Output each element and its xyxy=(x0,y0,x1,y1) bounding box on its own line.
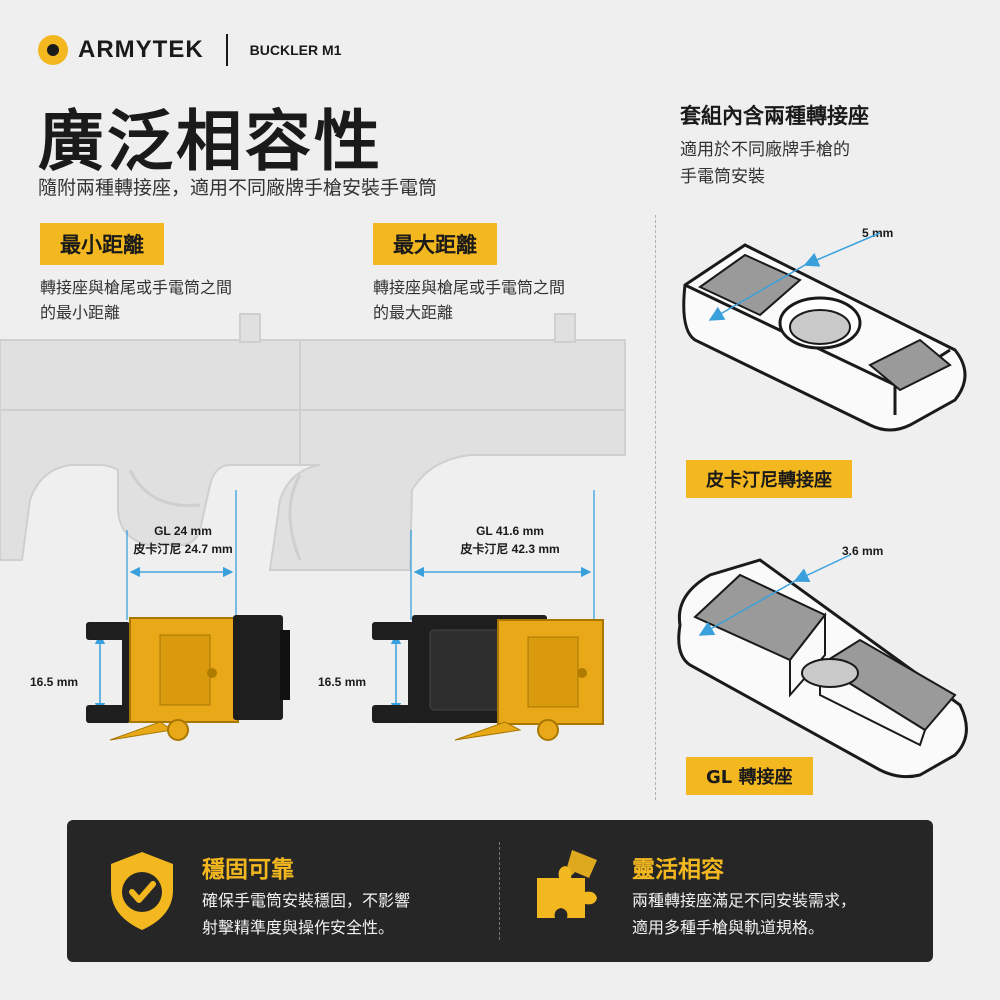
min-gl-distance: GL 24 mm 皮卡汀尼 24.7 mm xyxy=(133,524,233,556)
picatinny-adapter-dimension: 5 mm xyxy=(862,226,894,240)
banner-divider xyxy=(499,842,500,940)
gl-adapter-illustration xyxy=(677,554,968,779)
gl-adapter-label: GL 轉接座 xyxy=(686,757,813,795)
min-distance-desc-line2: 的最小距離 xyxy=(40,303,121,322)
max-distance-desc-line2: 的最大距離 xyxy=(373,303,454,322)
feature-stable-title: 穩固可靠 xyxy=(202,857,294,883)
kit-description: 適用於不同廠牌手槍的 手電筒安裝 xyxy=(680,140,850,187)
page-title: 廣泛相容性 xyxy=(38,103,383,180)
mount-dimension-drawings xyxy=(86,490,604,741)
max-height-dimension: 16.5 mm xyxy=(318,675,367,689)
feature-flexible-title: 靈活相容 xyxy=(632,857,724,883)
feature-stable-text: 確保手電筒安裝穩固，不影響 射擊精準度與操作安全性。 xyxy=(202,891,411,937)
min-distance-label: 最小距離 xyxy=(40,223,164,265)
brand-divider xyxy=(225,34,228,66)
brand-header: ARMYTEK BUCKLER M1 xyxy=(38,34,341,66)
features-banner: 穩固可靠 確保手電筒安裝穩固，不影響 射擊精準度與操作安全性。 靈活相容 兩種轉… xyxy=(67,820,933,962)
max-gl-distance: GL 41.6 mm 皮卡汀尼 42.3 mm xyxy=(460,524,560,556)
max-distance-desc-line1: 轉接座與槍尾或手電筒之間 xyxy=(373,278,566,297)
min-height-dimension: 16.5 mm xyxy=(30,675,79,689)
picatinny-adapter-label: 皮卡汀尼轉接座 xyxy=(686,460,852,498)
picatinny-adapter-illustration xyxy=(682,232,967,432)
kit-title: 套組內含兩種轉接座 xyxy=(680,104,869,128)
model-name: BUCKLER M1 xyxy=(249,42,342,58)
brand-name: ARMYTEK xyxy=(78,36,204,63)
puzzle-icon xyxy=(537,850,597,918)
armytek-logo-icon xyxy=(38,35,68,65)
feature-flexible-text: 兩種轉接座滿足不同安裝需求， 適用多種手槍與軌道規格。 xyxy=(632,891,857,937)
max-distance-label: 最大距離 xyxy=(373,223,497,265)
gl-adapter-dimension: 3.6 mm xyxy=(842,544,884,558)
page-subtitle: 隨附兩種轉接座，適用不同廠牌手槍安裝手電筒 xyxy=(38,177,438,199)
pistol-silhouette-illustration xyxy=(0,313,626,571)
min-distance-description: 轉接座與槍尾或手電筒之間 的最小距離 xyxy=(40,275,232,325)
max-distance-description: 轉接座與槍尾或手電筒之間 的最大距離 xyxy=(373,275,565,325)
min-distance-desc-line1: 轉接座與槍尾或手電筒之間 xyxy=(40,278,233,297)
section-divider xyxy=(655,215,656,800)
shield-check-icon xyxy=(111,852,173,930)
